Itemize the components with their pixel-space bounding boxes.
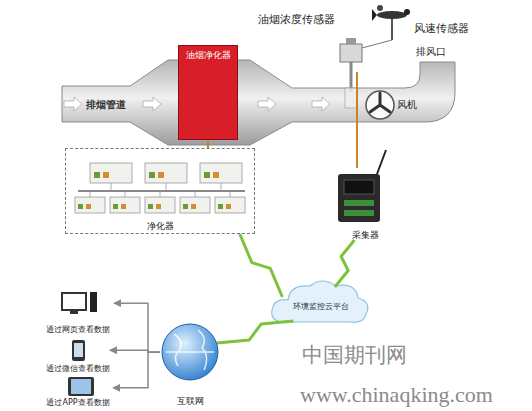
web-view: 通过网页查看数据 — [36, 290, 120, 334]
node-text: 油烟浓度传感器 — [258, 14, 335, 27]
watermark: 中国期刊网 — [302, 341, 407, 369]
fan-label: 风机 — [397, 98, 417, 112]
node-text: 净化器 — [147, 221, 174, 231]
cloud — [272, 281, 368, 322]
purifier-units — [75, 163, 245, 213]
cable — [356, 72, 358, 168]
watermark-url: www.chinaqking.com — [300, 382, 493, 408]
wireless-link — [335, 240, 355, 287]
wireless-link — [240, 234, 283, 297]
data-arrow — [113, 352, 160, 388]
sensor-node: 油烟浓度传感器 — [258, 14, 362, 72]
node-text: 采集器 — [352, 230, 379, 240]
sensor — [340, 38, 362, 108]
wechat-view: 通过微信查看数据 — [36, 338, 120, 373]
internet-globe: 互联网 — [160, 322, 220, 406]
wireless-link — [217, 321, 293, 343]
node-text: 互联网 — [177, 396, 204, 406]
duct-label: 排烟管道 — [86, 98, 126, 112]
fan — [366, 91, 394, 119]
globe — [162, 324, 218, 380]
collector: 采集器 — [330, 168, 400, 240]
device-icons — [62, 292, 97, 396]
node-text: 风速传感器 — [414, 23, 469, 36]
purifier-box: 油烟净化器 — [178, 45, 238, 140]
cable — [207, 140, 209, 148]
purifier-group: 净化器 — [65, 148, 255, 234]
cloud-platform: 环境监控云平台 — [275, 285, 367, 325]
node-text: 环境监控云平台 — [293, 302, 349, 311]
outlet-label: 排风口 — [416, 45, 446, 59]
node-text: 通过APP查看数据 — [46, 398, 109, 407]
node-text: 通过微信查看数据 — [46, 364, 110, 373]
collector-device — [338, 150, 386, 222]
duct — [62, 60, 455, 145]
wind-sensor — [362, 5, 410, 48]
app-view: 通过APP查看数据 — [36, 375, 120, 407]
data-arrow — [114, 303, 160, 352]
node-text: 通过网页查看数据 — [46, 325, 110, 334]
node-text: 油烟净化器 — [186, 50, 231, 60]
sensor-label: 风速传感器 — [408, 22, 474, 37]
